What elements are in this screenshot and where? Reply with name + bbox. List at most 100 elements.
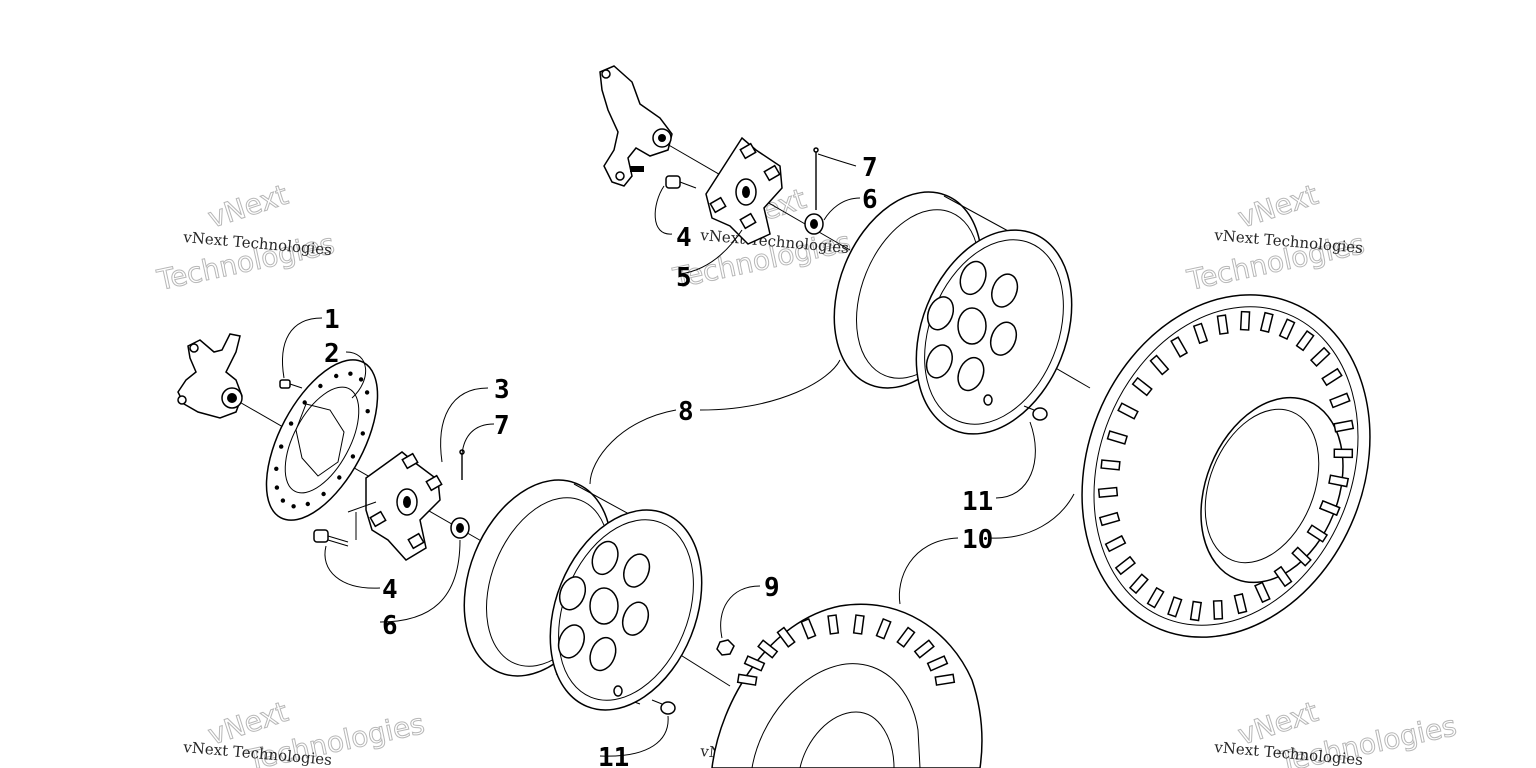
tread-block bbox=[1291, 546, 1312, 567]
callout-8: 8 bbox=[678, 397, 694, 427]
rim-hole bbox=[589, 636, 617, 672]
stud-4-left bbox=[313, 529, 349, 547]
tire-left bbox=[711, 603, 983, 768]
watermark-big-text: vNext bbox=[204, 178, 292, 235]
tread-block bbox=[875, 617, 892, 640]
disc-hole bbox=[291, 504, 296, 509]
tread-block bbox=[1233, 593, 1248, 615]
disc-hole bbox=[334, 373, 339, 379]
tread-block bbox=[1295, 330, 1315, 352]
rim-hole bbox=[558, 576, 587, 611]
watermark-bottom-right: vNext Technologies vNext Technologies bbox=[1213, 694, 1460, 768]
watermark-top-right: vNext Technologies vNext Technologies bbox=[1183, 177, 1368, 297]
callout-7-left: 7 bbox=[494, 411, 510, 441]
valve-stem-11-left bbox=[651, 699, 676, 715]
rim-center-hole bbox=[589, 587, 619, 625]
callout-10: 10 bbox=[962, 525, 993, 555]
rim-hole bbox=[591, 540, 619, 576]
tread-block bbox=[926, 655, 949, 672]
tread-block bbox=[1212, 599, 1224, 620]
callout-3: 3 bbox=[494, 375, 510, 405]
steering-knuckle-left bbox=[177, 333, 243, 419]
tread-block bbox=[1100, 459, 1121, 471]
tread-block bbox=[1097, 486, 1119, 499]
callout-5: 5 bbox=[676, 263, 692, 293]
tread-block bbox=[1321, 367, 1343, 387]
nut-9 bbox=[716, 639, 735, 656]
tread-block bbox=[1192, 322, 1209, 345]
disc-hole bbox=[321, 491, 326, 497]
watermark-top-left: vNext Technologies vNext Technologies bbox=[153, 177, 338, 297]
steering-knuckle-right bbox=[599, 65, 673, 187]
tread-block bbox=[1309, 346, 1331, 368]
tread-block bbox=[1333, 419, 1355, 433]
tread-block bbox=[1167, 596, 1183, 618]
nut-6-left bbox=[450, 517, 470, 539]
axis-line-left bbox=[235, 399, 491, 547]
tread-block bbox=[1216, 314, 1229, 335]
tread-block bbox=[896, 626, 916, 648]
tread-block bbox=[1104, 534, 1127, 553]
disc-hole bbox=[318, 383, 323, 389]
callout-7-right: 7 bbox=[862, 153, 878, 183]
tread-block bbox=[1098, 511, 1121, 527]
bolt-1 bbox=[279, 379, 303, 389]
callout-2: 2 bbox=[324, 339, 340, 369]
wheel-hub-right bbox=[705, 136, 783, 245]
rim-hole bbox=[957, 356, 985, 392]
tread-block bbox=[1278, 318, 1296, 340]
rim-hole bbox=[989, 321, 1018, 356]
tread-block bbox=[736, 673, 758, 686]
callout-11-left: 11 bbox=[598, 743, 629, 768]
tread-block bbox=[1333, 448, 1354, 459]
tread-block bbox=[1329, 392, 1351, 409]
disc-hole bbox=[348, 371, 353, 376]
tread-block bbox=[1117, 402, 1139, 420]
tread-block bbox=[1259, 311, 1274, 334]
rim-hole bbox=[925, 344, 953, 379]
rim-hole bbox=[621, 601, 650, 636]
watermark-bottom-left: vNext Technologies vNext Technologies bbox=[182, 694, 428, 768]
disc-hole bbox=[274, 466, 279, 471]
disc-hole bbox=[274, 485, 280, 490]
rim-hole bbox=[959, 260, 987, 296]
disc-hole bbox=[305, 501, 310, 507]
tread-block bbox=[1131, 376, 1153, 397]
callout-1: 1 bbox=[324, 305, 340, 335]
tread-block bbox=[1114, 555, 1137, 576]
rim-center-hole bbox=[957, 307, 987, 345]
tread-block bbox=[776, 626, 796, 648]
disc-hole bbox=[364, 390, 370, 395]
disc-hole bbox=[365, 409, 370, 414]
callout-11-right: 11 bbox=[962, 487, 993, 517]
disc-hole bbox=[280, 498, 286, 503]
tread-block bbox=[1146, 586, 1165, 609]
tread-block bbox=[1273, 565, 1293, 588]
cotter-pin-7-left bbox=[459, 449, 465, 480]
nut-6-right bbox=[804, 213, 824, 235]
tread-block bbox=[1149, 354, 1170, 376]
tread-block bbox=[913, 639, 935, 659]
tread-block bbox=[1328, 474, 1350, 488]
rim-hole bbox=[623, 553, 651, 588]
valve-stem-11-right bbox=[1023, 405, 1048, 421]
rim-hole bbox=[991, 273, 1019, 308]
disc-hole bbox=[288, 421, 294, 426]
tire-right bbox=[1081, 294, 1371, 638]
tread-block bbox=[1318, 499, 1341, 517]
disc-hole bbox=[350, 454, 356, 459]
watermark-big-text: vNext bbox=[1234, 178, 1322, 235]
callout-6-right: 6 bbox=[862, 185, 878, 215]
tread-block bbox=[1128, 573, 1149, 595]
tread-block bbox=[1254, 581, 1271, 604]
tread-block bbox=[1189, 600, 1203, 622]
disc-hole bbox=[337, 475, 342, 480]
callout-4-left: 4 bbox=[382, 575, 398, 605]
callout-6-left: 6 bbox=[382, 611, 398, 641]
callout-9: 9 bbox=[764, 573, 780, 603]
leader-lines bbox=[282, 153, 1075, 757]
rim-hole bbox=[557, 624, 585, 659]
tread-block bbox=[743, 655, 766, 672]
